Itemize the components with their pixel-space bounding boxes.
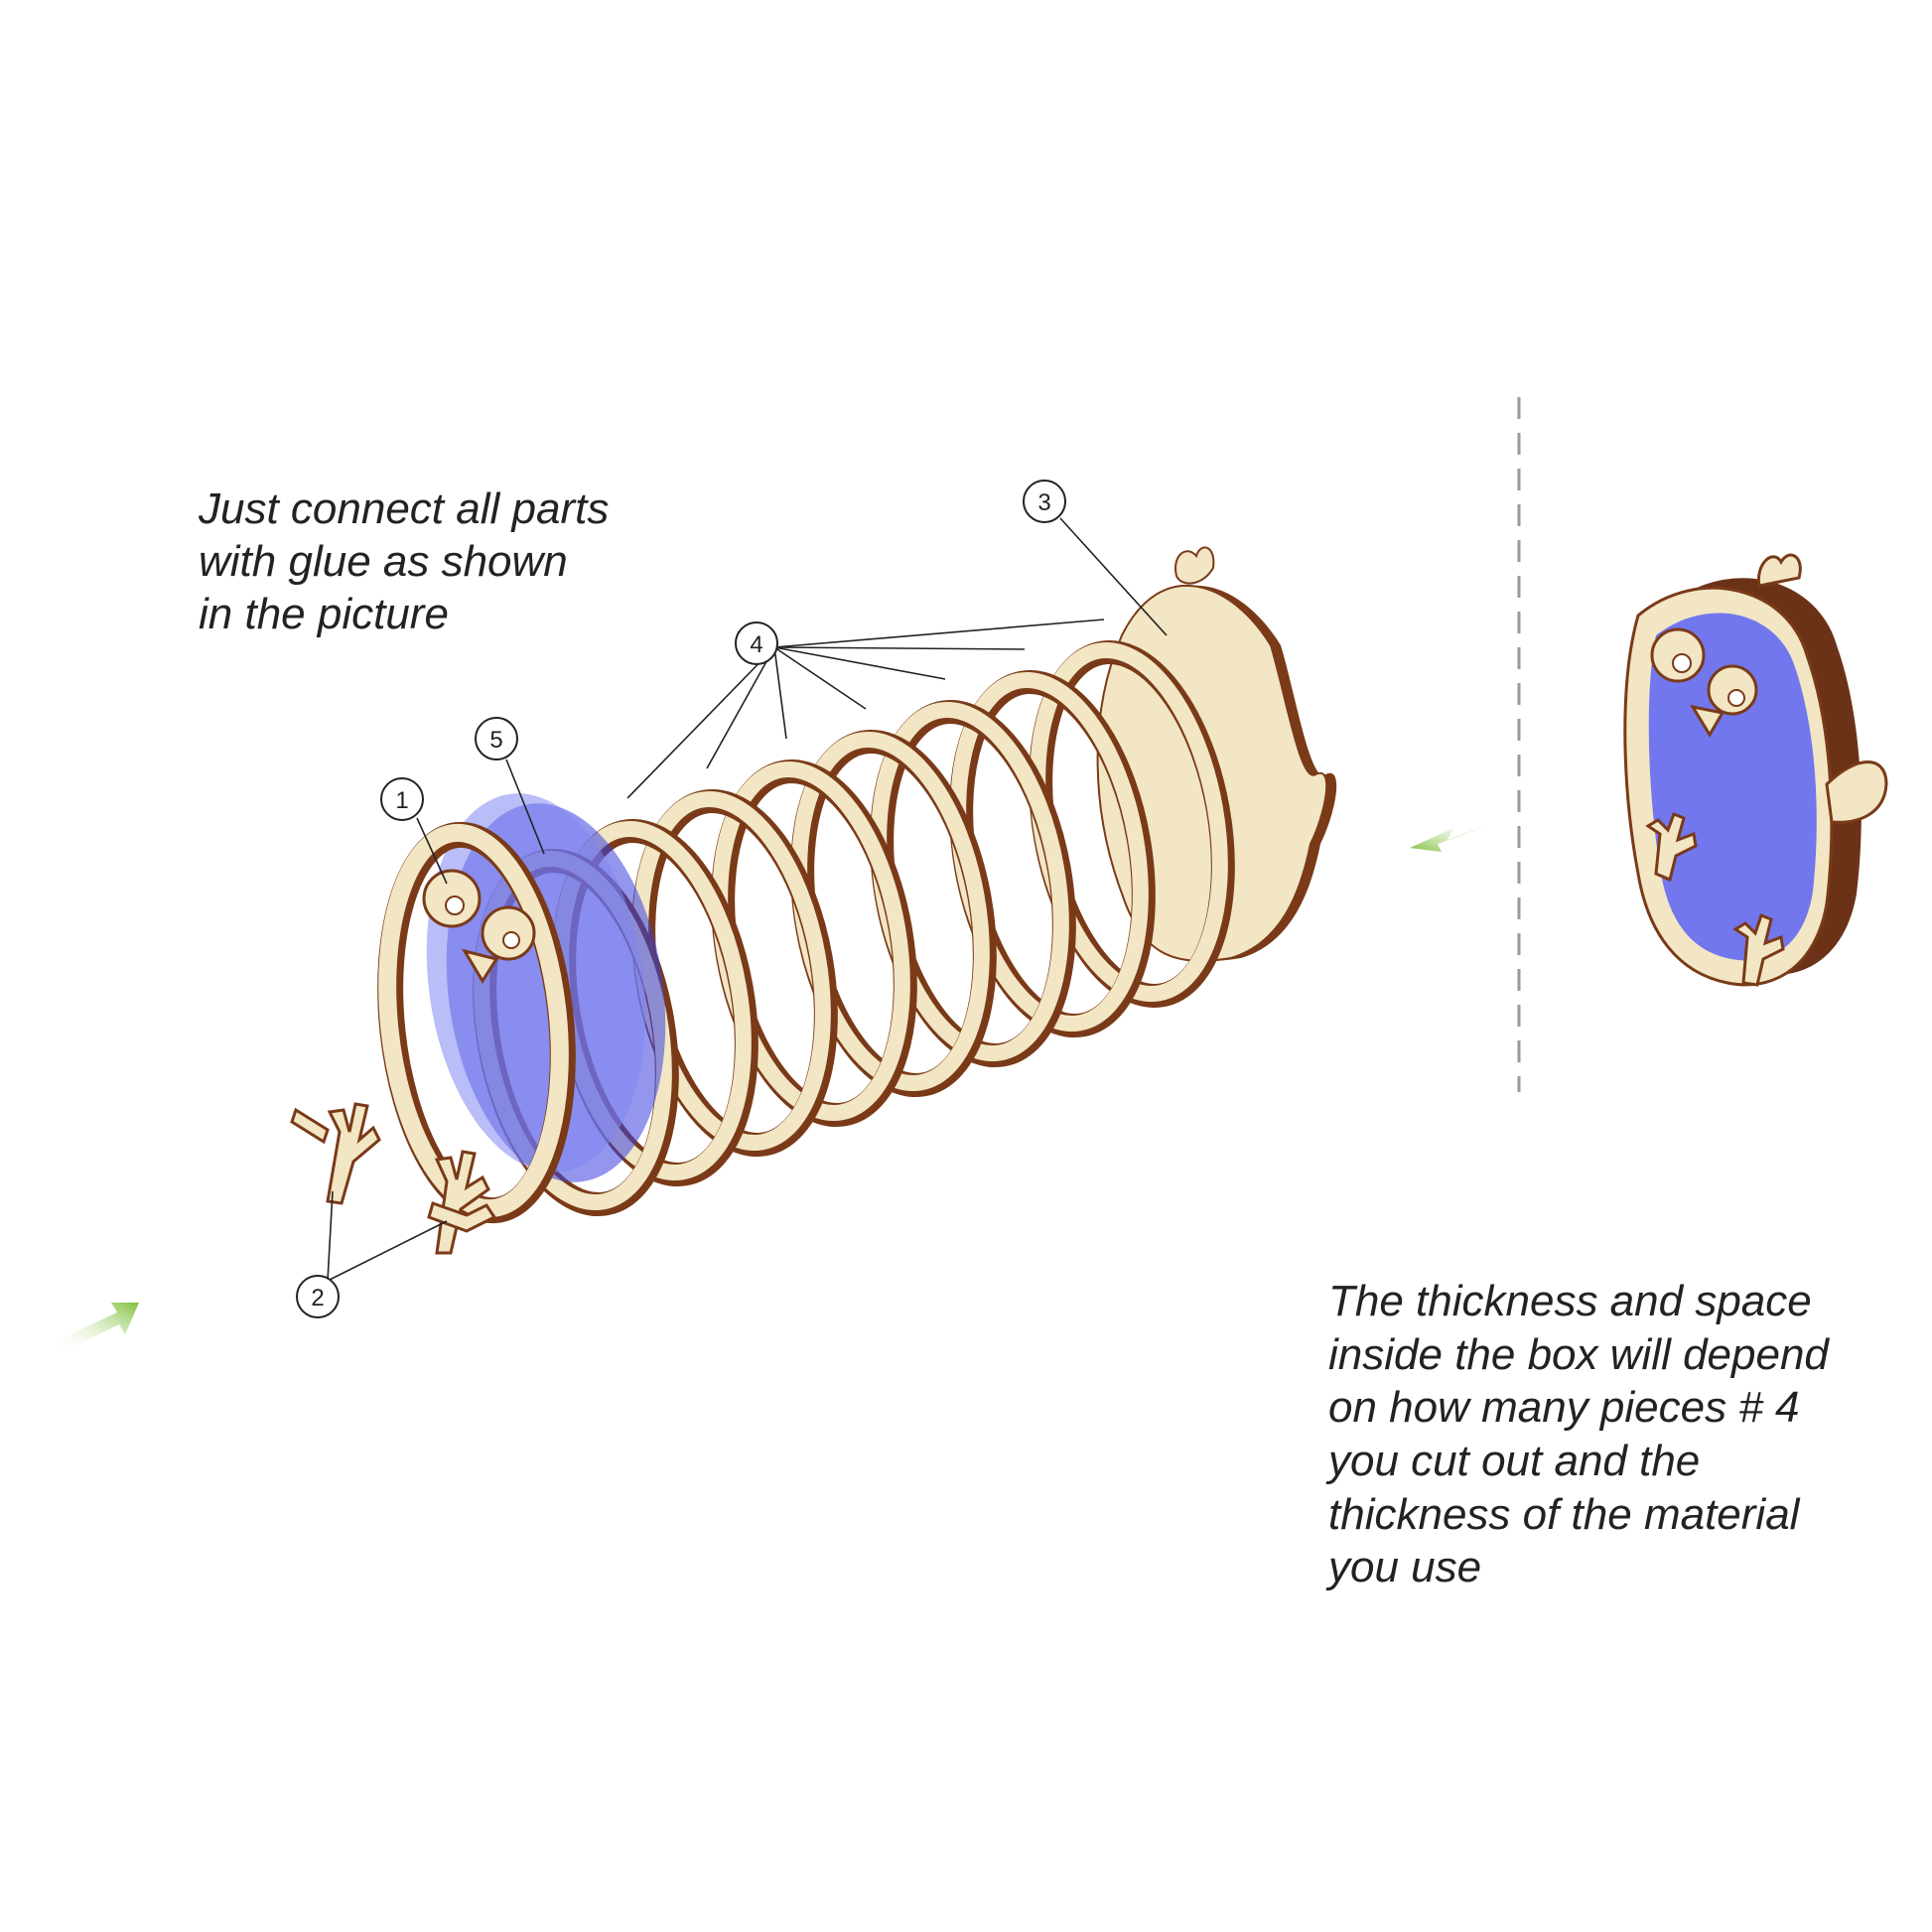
callout-1: 1 [380, 777, 424, 821]
callout-4: 4 [735, 621, 778, 665]
assembly-instructions: Just connect all parts with glue as show… [199, 483, 609, 640]
instruction-line: Just connect all parts [199, 484, 610, 533]
instruction-line: in the picture [199, 589, 449, 638]
svg-text:5: 5 [489, 727, 502, 754]
foot-icon [290, 1102, 381, 1205]
instruction-line: with glue as shown [199, 536, 568, 586]
svg-text:4: 4 [750, 631, 762, 658]
callout-3: 3 [1023, 480, 1066, 523]
leader-lines [327, 517, 1168, 1282]
callout-5: 5 [475, 717, 518, 760]
eye-icon [481, 905, 536, 961]
note-line: on how many pieces # 4 [1328, 1383, 1800, 1433]
callout-2: 2 [296, 1275, 340, 1318]
beak-icon [461, 948, 499, 984]
thickness-note: The thickness and space inside the box w… [1328, 1275, 1829, 1594]
svg-text:3: 3 [1037, 489, 1050, 516]
note-line: you use [1328, 1543, 1482, 1592]
eye-icon [422, 869, 482, 928]
svg-text:1: 1 [395, 787, 408, 814]
note-line: The thickness and space [1328, 1277, 1812, 1325]
note-line: you cut out and the [1328, 1437, 1701, 1486]
arrow-in-icon [58, 1303, 139, 1352]
arrow-left-icon [1410, 820, 1497, 852]
svg-text:2: 2 [311, 1285, 324, 1311]
front-face [377, 821, 576, 1224]
assembled-box [1623, 553, 1888, 987]
foot-icon [427, 1150, 497, 1255]
note-line: thickness of the material [1328, 1489, 1800, 1539]
note-line: inside the box will depend [1328, 1329, 1829, 1379]
